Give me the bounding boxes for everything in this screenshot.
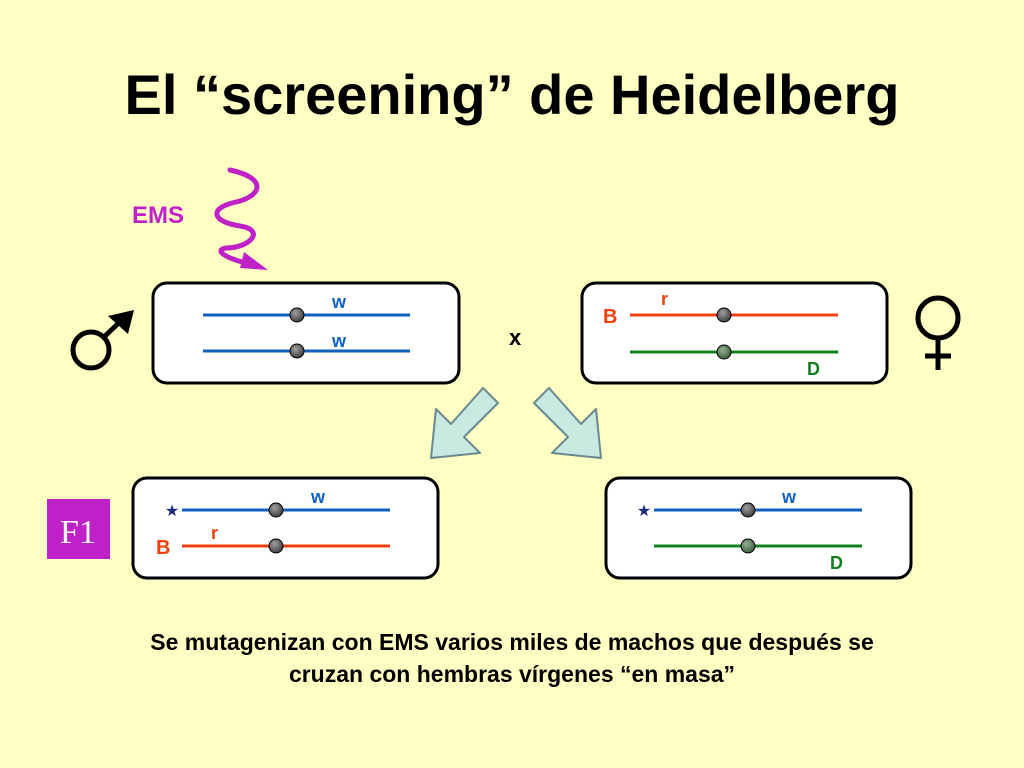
female-symbol <box>915 295 961 370</box>
f1-badge-label: F1 <box>60 514 96 551</box>
female-chrom1-label: r <box>661 289 668 309</box>
offspring-left-chrom1-label: w <box>310 487 326 507</box>
caption-line-1: Se mutagenizan con EMS varios miles de m… <box>150 629 874 655</box>
f1-badge: F1 <box>47 499 110 559</box>
offspring-right-chrom1-label: w <box>781 487 797 507</box>
mutagen-squiggle-arrow <box>214 167 260 267</box>
mutagen-label: EMS <box>132 202 184 229</box>
arrow-to-right-offspring <box>533 387 602 459</box>
male-symbol <box>70 310 134 371</box>
offspring-right-chrom2-label: D <box>830 553 843 573</box>
page-title: El “screening” de Heidelberg <box>124 63 900 126</box>
male-chrom1-label: w <box>331 292 347 312</box>
offspring-left-marker-b: B <box>156 537 170 559</box>
female-marker-b: B <box>603 306 617 328</box>
female-chrom2-label: D <box>807 359 820 379</box>
male-parent-box: w w <box>151 281 461 385</box>
male-chrom2-label: w <box>331 331 347 351</box>
mutagen-arrowhead <box>240 252 268 270</box>
caption: Se mutagenizan con EMS varios miles de m… <box>62 626 962 690</box>
offspring-right-box: ★ w D <box>604 476 913 580</box>
arrow-to-left-offspring <box>430 387 499 459</box>
mutation-star-icon: ★ <box>637 503 651 520</box>
offspring-left-box: ★ w B r <box>131 476 440 580</box>
mutation-star-icon: ★ <box>165 503 179 520</box>
offspring-left-chrom2-label: r <box>211 523 218 543</box>
female-parent-box: B r D <box>580 281 889 385</box>
cross-symbol: x <box>509 325 522 350</box>
caption-line-2: cruzan con hembras vírgenes “en masa” <box>288 661 736 687</box>
